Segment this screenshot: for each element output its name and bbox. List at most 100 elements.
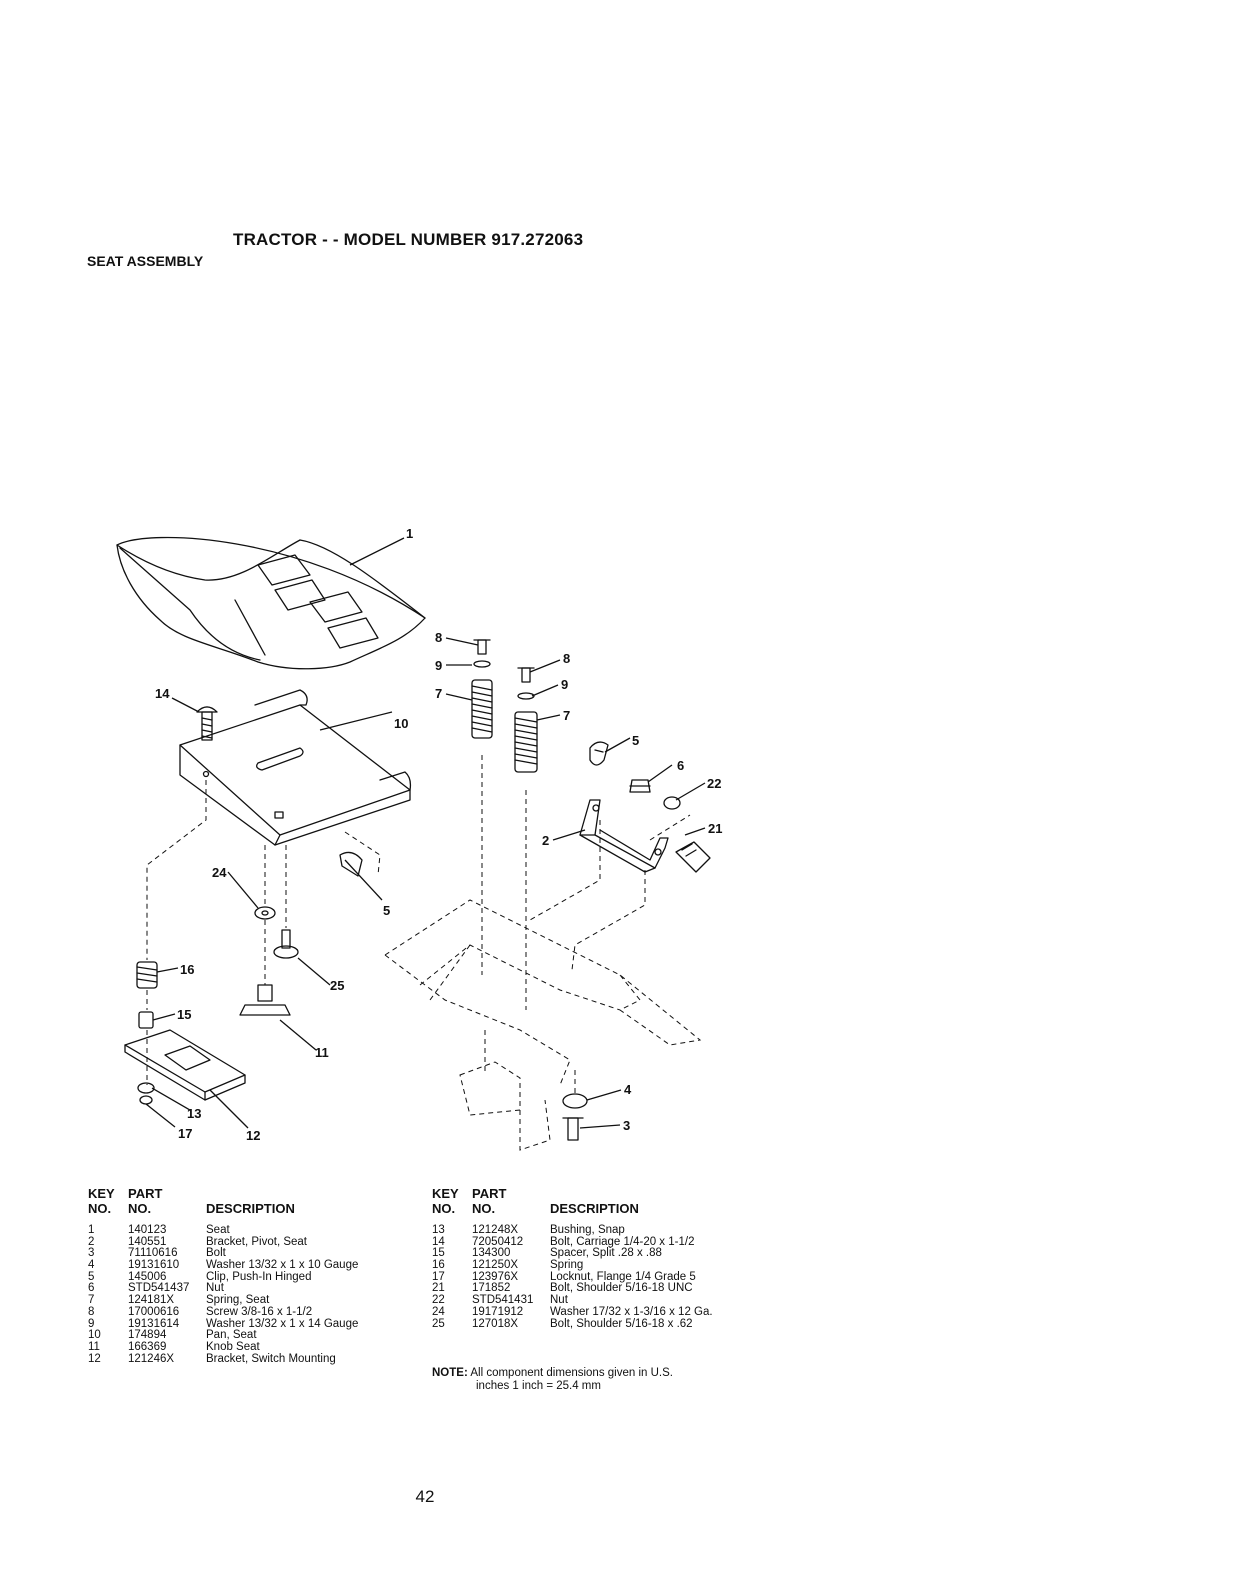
callout-7b: 7 xyxy=(563,708,570,723)
table-row: 12 121246X Bracket, Switch Mounting xyxy=(88,1352,418,1366)
cell-part: 140551 xyxy=(128,1235,167,1248)
cell-key: 3 xyxy=(88,1247,95,1260)
cell-part: 17000616 xyxy=(128,1305,180,1318)
callout-21: 21 xyxy=(708,821,722,836)
cell-key: 5 xyxy=(88,1270,95,1283)
cell-key: 9 xyxy=(88,1317,95,1330)
clip-part-lower xyxy=(339,851,363,877)
cell-key: 15 xyxy=(432,1247,445,1260)
cell-desc: Bolt, Carriage 1/4-20 x 1-1/2 xyxy=(550,1235,695,1248)
bushing-part xyxy=(137,1082,155,1094)
cell-desc: Bolt, Shoulder 5/16-18 x .62 xyxy=(550,1317,693,1330)
cell-part: 19171912 xyxy=(472,1305,524,1318)
table-row: 9 19131614 Washer 13/32 x 1 x 14 Gauge xyxy=(88,1317,418,1331)
table-row: 6 STD541437 Nut xyxy=(88,1283,418,1295)
cell-part: 174894 xyxy=(128,1329,167,1342)
cell-part: 121248X xyxy=(472,1224,519,1236)
cell-part: 134300 xyxy=(472,1247,511,1260)
table-row: 16 121250X Spring xyxy=(432,1259,772,1272)
page-number: 42 xyxy=(415,1487,435,1506)
cell-desc: Nut xyxy=(206,1282,224,1295)
cell-part: 123976X xyxy=(472,1270,519,1283)
table-row: 15 134300 Spacer, Split .28 x .88 xyxy=(432,1248,772,1260)
cell-desc: Bracket, Pivot, Seat xyxy=(206,1235,307,1248)
cell-key: 8 xyxy=(88,1305,95,1318)
spring-stack-left xyxy=(471,639,493,739)
carriage-bolt-part xyxy=(196,706,218,741)
callout-5a: 5 xyxy=(632,733,639,748)
callout-9a: 9 xyxy=(435,658,442,673)
washer-4-part xyxy=(562,1093,588,1109)
cell-part: 19131610 xyxy=(128,1259,180,1272)
cell-part: 171852 xyxy=(472,1282,511,1295)
callout-15: 15 xyxy=(177,1007,191,1022)
callout-24: 24 xyxy=(212,865,227,880)
cell-key: 14 xyxy=(432,1235,445,1248)
cell-desc: Bracket, Switch Mounting xyxy=(206,1352,336,1365)
cell-key: 1 xyxy=(88,1224,95,1236)
cell-key: 16 xyxy=(432,1259,445,1272)
dimensions-note: NOTE: All component dimensions given in … xyxy=(432,1367,673,1392)
spring-16-part xyxy=(136,961,158,989)
switch-bracket-part xyxy=(124,1029,246,1101)
callout-7a: 7 xyxy=(435,686,442,701)
cell-key: 12 xyxy=(88,1352,101,1365)
nut-part xyxy=(629,779,651,793)
cell-desc: Washer 13/32 x 1 x 14 Gauge xyxy=(206,1317,359,1330)
page-title: TRACTOR - - MODEL NUMBER 917.272063 xyxy=(233,230,584,249)
cell-part: STD541437 xyxy=(128,1282,190,1295)
callout-8b: 8 xyxy=(563,651,570,666)
cell-key: 13 xyxy=(432,1224,445,1236)
callout-16: 16 xyxy=(180,962,194,977)
cell-part: 121250X xyxy=(472,1259,519,1272)
leader-lines xyxy=(145,537,706,1129)
cell-key: 7 xyxy=(88,1294,95,1307)
cell-key: 11 xyxy=(88,1340,100,1353)
seat-part xyxy=(116,536,426,670)
spring-stack-right xyxy=(514,667,538,773)
cell-desc: Screw 3/8-16 x 1-1/2 xyxy=(206,1305,313,1318)
cell-key: 6 xyxy=(88,1282,95,1295)
clip-part xyxy=(589,741,609,766)
cell-key: 4 xyxy=(88,1259,95,1272)
cell-desc: Locknut, Flange 1/4 Grade 5 xyxy=(550,1270,696,1283)
cell-key: 22 xyxy=(432,1294,445,1307)
shoulder-bolt-part xyxy=(675,841,711,873)
table-row: 8 17000616 Screw 3/8-16 x 1-1/2 xyxy=(88,1305,418,1319)
cell-part: STD541431 xyxy=(472,1294,534,1307)
callout-12: 12 xyxy=(246,1128,260,1143)
callout-1: 1 xyxy=(406,526,413,541)
nut-22-part xyxy=(663,796,681,810)
cell-key: 2 xyxy=(88,1235,95,1248)
cell-key: 17 xyxy=(432,1270,445,1283)
callout-22: 22 xyxy=(707,776,721,791)
cell-part: 19131614 xyxy=(128,1317,180,1330)
cell-desc: Spring xyxy=(550,1259,584,1272)
cell-desc: Bolt, Shoulder 5/16-18 UNC xyxy=(550,1282,693,1295)
callout-3: 3 xyxy=(623,1118,630,1133)
callout-25: 25 xyxy=(330,978,344,993)
cell-desc: Spring, Seat xyxy=(206,1294,270,1307)
bolt-3-part xyxy=(562,1117,584,1141)
washer-part xyxy=(254,906,276,920)
cell-part: 121246X xyxy=(128,1352,175,1365)
callout-6: 6 xyxy=(677,758,684,773)
table-row: 2 140551 Bracket, Pivot, Seat xyxy=(88,1235,418,1249)
cell-desc: Spacer, Split .28 x .88 xyxy=(550,1247,662,1260)
spacer-part xyxy=(138,1011,154,1029)
callout-14: 14 xyxy=(155,686,170,701)
seat-pan-part xyxy=(179,689,412,846)
cell-desc: Bolt xyxy=(206,1247,226,1260)
section-title: SEAT ASSEMBLY xyxy=(87,253,204,269)
